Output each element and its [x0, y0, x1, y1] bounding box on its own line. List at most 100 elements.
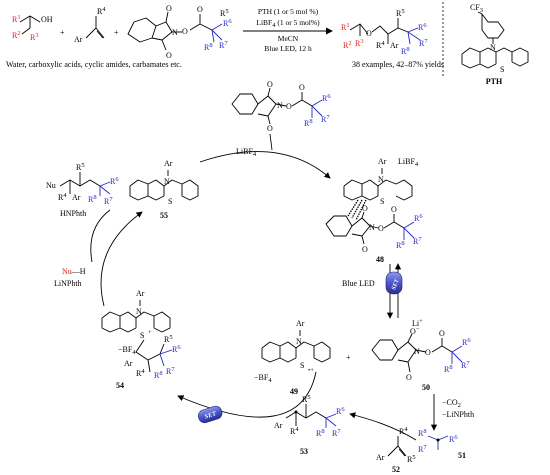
svg-text:SET: SET	[391, 278, 401, 291]
arrow-55-to-48	[199, 151, 331, 179]
svg-text:O−: O−	[410, 326, 420, 336]
svg-text:O: O	[362, 204, 368, 213]
svg-text:R4: R4	[290, 426, 299, 436]
ester-o4: O	[197, 5, 203, 14]
product-r4: R4	[376, 40, 385, 50]
svg-text:R5: R5	[407, 454, 416, 464]
svg-text:−BF4: −BF4	[118, 345, 136, 356]
svg-text:N: N	[164, 177, 170, 186]
alkene-ar: Ar	[74, 35, 83, 44]
svg-text:Ar: Ar	[124, 359, 133, 368]
svg-text:S: S	[380, 197, 384, 206]
linphth-label: LiNPhth	[54, 279, 82, 288]
compound-52-number: 52	[392, 465, 400, 474]
compound-54: Ar N S + −BF4 Ar R4 R5 R6 R8 R7 54	[101, 289, 181, 390]
svg-text:+: +	[148, 329, 152, 336]
svg-text:R8: R8	[396, 240, 405, 250]
svg-text:N: N	[277, 101, 283, 110]
svg-text:•+: •+	[308, 367, 314, 374]
svg-text:Ar: Ar	[376, 453, 385, 462]
product-r8: R8	[401, 46, 410, 56]
yield-note: 38 examples, 42–87% yields	[352, 60, 444, 69]
svg-text:Ar: Ar	[164, 159, 173, 168]
svg-text:O: O	[439, 329, 445, 338]
svg-text:Ar: Ar	[136, 289, 145, 298]
svg-text:R6: R6	[414, 213, 423, 223]
svg-text:R6: R6	[322, 93, 331, 103]
arrow-product-out	[90, 209, 111, 263]
svg-text:O: O	[378, 224, 384, 233]
svg-text:R5: R5	[76, 162, 85, 172]
nucleophile-note: Water, carboxylic acids, cyclic amides, …	[6, 60, 182, 69]
svg-text:R7: R7	[461, 360, 470, 370]
product-r7: R7	[419, 38, 428, 48]
svg-text:N: N	[378, 175, 384, 184]
svg-text:R8: R8	[304, 118, 313, 128]
ester-r7: R7	[219, 40, 228, 50]
alkene-structure: Ar R4	[74, 6, 106, 44]
plus-49-50: +	[346, 353, 351, 362]
condition-light: Blue LED, 12 h	[264, 44, 312, 53]
arrow-51-to-53	[349, 412, 417, 441]
svg-text:Ar: Ar	[378, 157, 387, 166]
set-badge-right: SET	[385, 271, 403, 295]
condition-solvent: MeCN	[278, 34, 299, 43]
compound-54-number: 54	[116, 381, 124, 390]
condition-catalyst: PTH (1 or 5 mol %)	[258, 7, 319, 16]
svg-text:R6: R6	[336, 406, 345, 416]
svg-text:Nu: Nu	[46, 181, 56, 190]
compound-53: R5 Ar R4 R6 R8 R7 53	[274, 394, 345, 456]
pth-cf3: CF3	[470, 3, 483, 14]
svg-text:LiBF4: LiBF4	[398, 157, 419, 168]
alcohol-r3: R3	[30, 32, 39, 42]
alcohol-structure: R1 OH R2 R3	[12, 14, 53, 42]
arrow-ester-in	[269, 133, 273, 151]
svg-text:O: O	[267, 124, 273, 133]
compound-55-number: 55	[160, 211, 168, 220]
compound-51-number: 51	[458, 451, 466, 460]
compound-49: Ar N S •+ −BF4 49	[254, 319, 331, 396]
svg-text:HNPhth: HNPhth	[60, 209, 86, 218]
svg-text:Ar: Ar	[274, 421, 283, 430]
svg-text:R8: R8	[88, 194, 97, 204]
ester-n: N	[172, 28, 178, 37]
svg-text:R4: R4	[136, 368, 145, 378]
svg-text:R7: R7	[332, 428, 341, 438]
product-o: O	[366, 29, 372, 38]
set-badge-bottom: SET	[197, 405, 223, 424]
product-r2: R2	[343, 40, 352, 50]
pth-name: PTH	[486, 77, 503, 86]
svg-text:R8: R8	[154, 370, 163, 380]
ester-r6: R6	[223, 18, 232, 28]
svg-text:O: O	[391, 205, 397, 214]
svg-text:R7: R7	[166, 366, 175, 376]
svg-text:R6: R6	[110, 176, 119, 186]
nu-product-structure: Nu R5 R4 Ar R6 R8 R7 HNPhth	[46, 162, 119, 218]
svg-text:N: N	[296, 337, 302, 346]
ester-o3: O	[182, 27, 188, 36]
plus-1: +	[60, 28, 65, 37]
svg-text:O: O	[362, 245, 368, 254]
svg-text:SET: SET	[204, 410, 218, 421]
compound-55: Ar N S 55	[129, 159, 199, 220]
svg-text:S: S	[300, 361, 304, 370]
alkene-r4: R4	[97, 6, 106, 16]
alcohol-r2: R2	[12, 30, 21, 40]
product-structure: R1 R2 R3 O R4 Ar R5 R6 R8 R7	[341, 8, 428, 56]
svg-text:R8: R8	[418, 428, 427, 438]
product-r5: R5	[396, 8, 405, 18]
svg-text:R4: R4	[58, 192, 67, 202]
compound-50-number: 50	[422, 383, 430, 392]
loss-linphth: −LiNPhth	[442, 410, 474, 419]
svg-text:R6: R6	[449, 434, 458, 444]
ester-r5: R5	[220, 8, 229, 18]
svg-text:O: O	[406, 373, 412, 382]
svg-text:R5: R5	[164, 334, 173, 344]
svg-text:R8: R8	[444, 364, 453, 374]
svg-text:O: O	[299, 83, 305, 92]
product-ar: Ar	[390, 41, 399, 50]
alcohol-oh: OH	[41, 15, 53, 24]
arrow-to-54	[177, 371, 317, 418]
libf4-label: LiBF4	[236, 147, 257, 158]
